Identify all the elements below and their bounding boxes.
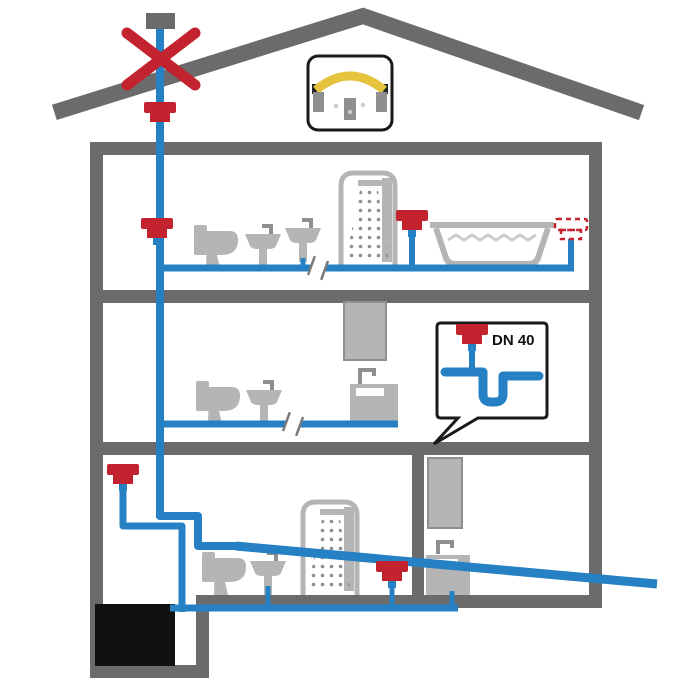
aav-valve-ground-right-icon	[376, 561, 408, 588]
foundation-left	[90, 665, 209, 678]
house-structure	[51, 7, 645, 678]
main-sloped-drain	[235, 541, 658, 589]
aav-valve-upper-icon	[396, 210, 428, 237]
floor-slab-1	[90, 290, 602, 303]
p-trap-pipe	[440, 367, 544, 407]
water-heater-ground	[427, 457, 463, 529]
toilet-ground	[202, 552, 246, 595]
air-dot	[333, 103, 339, 109]
sink-basin	[356, 388, 384, 396]
faucet-icon	[358, 368, 376, 384]
right-wall	[589, 142, 602, 608]
aav-valve-ground-left-icon	[107, 464, 139, 491]
aav-valve-stack-icon	[141, 218, 173, 245]
ceiling-slab	[90, 142, 602, 155]
air-admittance-valves	[107, 27, 589, 588]
washbasin-middle	[244, 380, 284, 426]
sewage-lifting-tank	[95, 604, 175, 666]
fixtures-upper-floor	[194, 173, 554, 270]
bathtub-upper	[430, 225, 554, 264]
pump-branch-pipe	[119, 490, 186, 612]
faucet-icon	[436, 540, 454, 554]
kitchen-sink-middle	[350, 368, 398, 424]
clamp-left-icon	[312, 84, 317, 94]
foundation-step	[196, 595, 209, 678]
shower-upper	[341, 173, 395, 266]
membrane-valve-inset	[306, 54, 394, 132]
pipe-break-symbol	[281, 411, 305, 437]
dn40-callout: DN 40	[432, 321, 549, 446]
valve-membrane-icon	[313, 71, 387, 94]
dn40-label: DN 40	[492, 332, 535, 349]
interior-wall	[412, 455, 424, 595]
toilet-middle	[196, 381, 240, 424]
inset-frame	[306, 54, 394, 132]
air-dot	[360, 102, 366, 108]
washbasin-upper-2	[283, 218, 323, 264]
pipe-break-symbol	[306, 255, 330, 281]
washbasin-upper-1	[243, 224, 283, 270]
toilet-upper	[194, 225, 238, 268]
aav-valve-attic-icon	[144, 102, 176, 129]
optional-valve-dashed-icon	[553, 217, 589, 241]
floor-slab-2	[90, 442, 602, 455]
roof-vent-cap	[146, 13, 175, 29]
clamp-right-icon	[383, 84, 388, 94]
valve-wall-left	[313, 92, 324, 112]
valve-stem	[344, 98, 356, 120]
no-roof-vent-cross-icon	[121, 27, 201, 91]
air-dot	[347, 109, 353, 115]
water-heater-middle	[343, 301, 387, 361]
fixtures-middle-floor	[196, 301, 398, 426]
left-wall	[90, 142, 103, 678]
valve-wall-right	[376, 92, 387, 112]
callout-bubble	[432, 321, 549, 446]
